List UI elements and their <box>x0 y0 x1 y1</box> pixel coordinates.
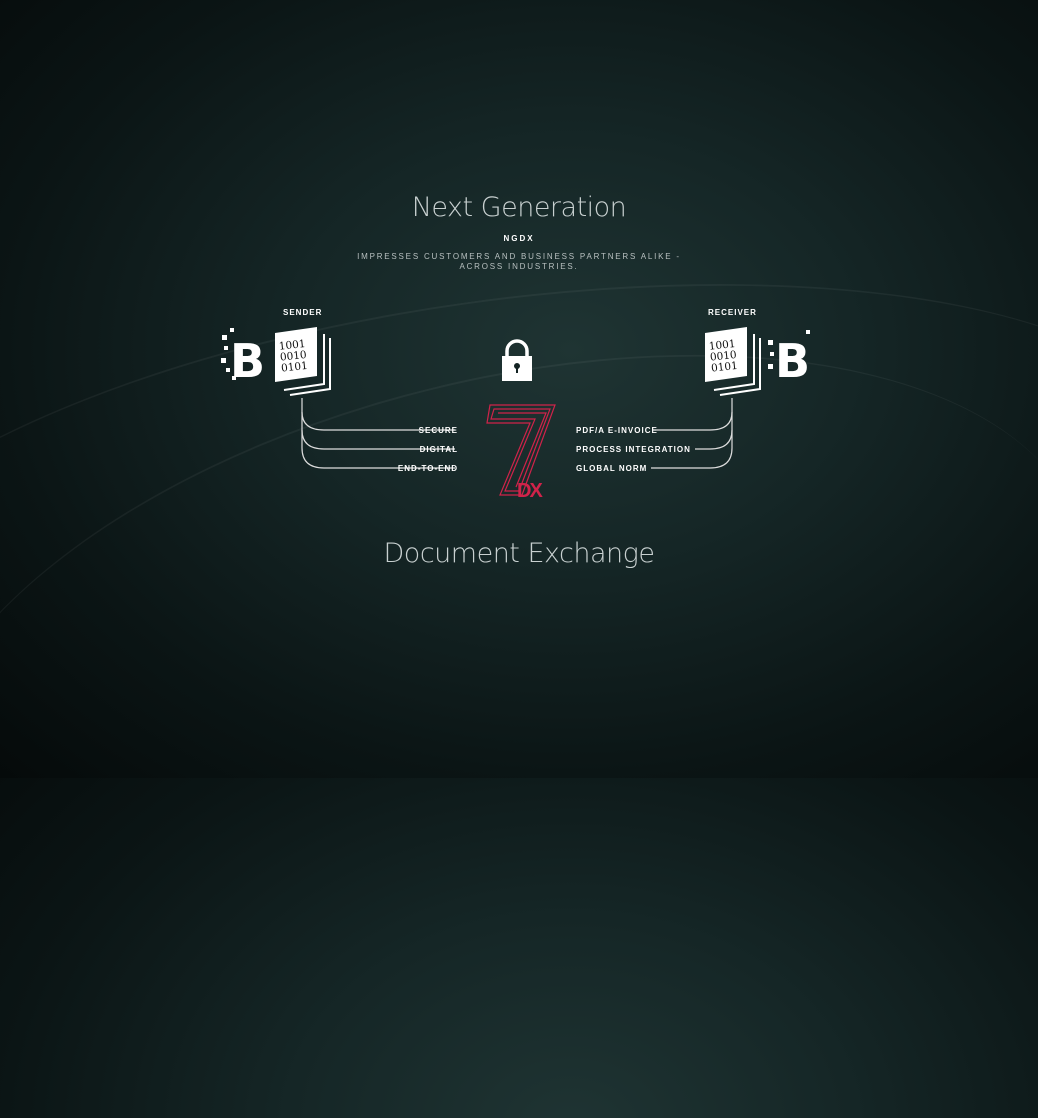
tagline-line2: ACROSS INDUSTRIES. <box>459 262 579 271</box>
feature-end-to-end: END-TO-END <box>397 464 458 473</box>
logo-dx-text: DX <box>517 480 543 502</box>
header-title: Next Generation <box>411 192 627 223</box>
feature-pdfa-einvoice: PDF/A E-INVOICE <box>576 426 658 435</box>
lock-icon <box>502 339 532 381</box>
feature-digital: DIGITAL <box>419 445 458 454</box>
receiver-document-stack-icon <box>705 327 761 396</box>
sender-label: SENDER <box>283 308 323 317</box>
feature-global-norm: GLOBAL NORM <box>576 464 648 473</box>
feature-process-integration: PROCESS INTEGRATION <box>576 445 691 454</box>
sender-document-stack-icon <box>275 327 331 396</box>
tagline-line1: IMPRESSES CUSTOMERS AND BUSINESS PARTNER… <box>357 252 681 261</box>
receiver-binary: 1001 0010 0101 <box>708 338 743 375</box>
sender-bracket <box>301 398 455 469</box>
svg-text:B: B <box>775 334 810 388</box>
feature-secure: SECURE <box>418 426 458 435</box>
acronym: NGDX <box>503 234 535 243</box>
sender-binary: 1001 0010 0101 <box>278 338 313 375</box>
sender-bitcoin-icon: B <box>221 328 265 388</box>
diagram-graphics: B B <box>221 327 810 496</box>
7dx-logo <box>486 404 556 496</box>
receiver-bracket <box>651 398 733 469</box>
receiver-bitcoin-icon: B <box>768 330 810 388</box>
receiver-label: RECEIVER <box>708 308 757 317</box>
footer-title: Document Exchange <box>383 538 655 569</box>
